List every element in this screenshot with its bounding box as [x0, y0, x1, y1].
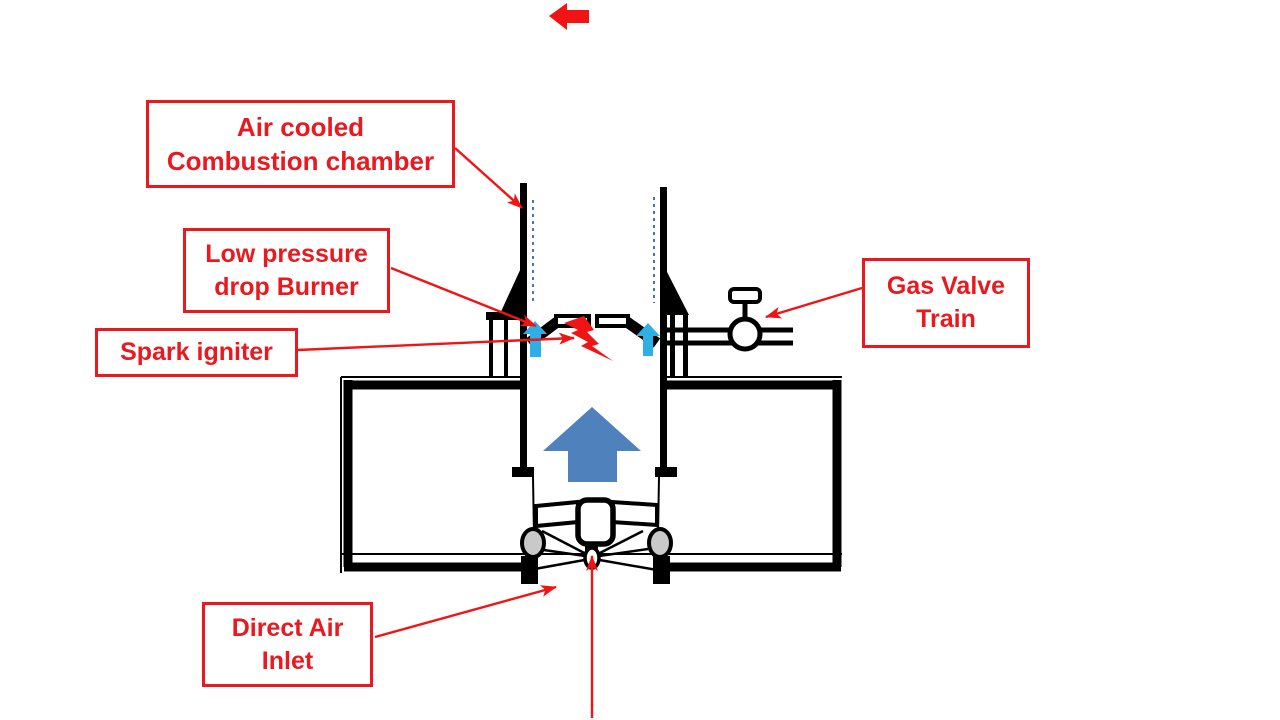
callout-arrows [297, 147, 863, 718]
fan-blade-left [534, 499, 580, 529]
chamber-gusset-right [666, 270, 689, 315]
combustion-flow-arrow [543, 407, 641, 482]
chamber-gusset-left [499, 268, 521, 316]
label-low-pressure-drop-burner: Low pressure drop Burner [183, 228, 390, 313]
label-direct-air-inlet: Direct Air Inlet [202, 602, 373, 687]
valve-body [727, 316, 763, 352]
fan-motor [575, 497, 616, 547]
fan-wheel-right [647, 527, 673, 559]
callout-arrow-low-pressure [390, 266, 537, 328]
inlet-foot-right [653, 556, 670, 584]
wall-foot-right [655, 467, 677, 477]
fan-assembly [520, 476, 673, 572]
valve-handle [728, 287, 762, 304]
label-air-cooled-combustion-chamber: Air cooled Combustion chamber [146, 100, 455, 188]
callout-arrow-gas-valve [765, 286, 863, 319]
gas-flow-arrow-right [636, 323, 660, 356]
chamber-wall-left [520, 183, 527, 470]
spark-icon [564, 316, 613, 361]
flue-flow-arrow-icon [549, 3, 589, 30]
callout-arrow-spark [297, 332, 575, 352]
fan-wheel-left [520, 527, 546, 559]
label-gas-valve-train: Gas Valve Train [862, 258, 1030, 348]
wall-foot-left [512, 467, 534, 477]
fan-blade-right [610, 499, 659, 528]
plenum-box [340, 376, 842, 584]
gas-valve-train [661, 287, 793, 352]
callout-arrow-direct-air [374, 585, 557, 639]
callout-arrow-air-cooled [454, 147, 523, 209]
label-spark-igniter: Spark igniter [95, 328, 298, 377]
